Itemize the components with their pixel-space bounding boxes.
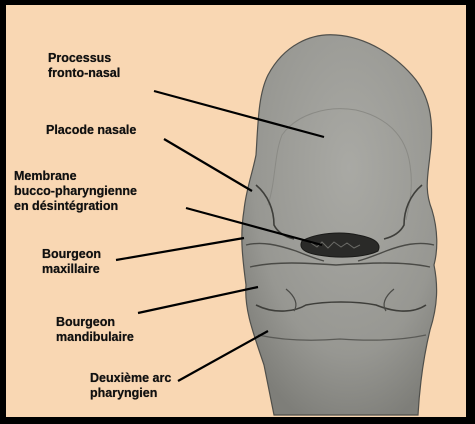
label-placode-nasale: Placode nasale <box>46 123 136 138</box>
label-bourgeon-maxillaire: Bourgeon maxillaire <box>42 247 101 277</box>
embryo-head-outline <box>242 35 437 415</box>
leader-line-placode <box>164 139 252 191</box>
leader-line-mandibulaire <box>138 287 258 313</box>
diagram-panel: Processus fronto-nasal Placode nasale Me… <box>6 5 466 417</box>
leader-line-arc <box>178 331 268 381</box>
label-processus-fronto-nasal: Processus fronto-nasal <box>48 51 120 81</box>
leader-line-maxillaire <box>116 238 244 260</box>
label-deuxieme-arc-pharyngien: Deuxième arc pharyngien <box>90 371 171 401</box>
label-membrane-bucco-pharyngienne: Membrane bucco-pharyngienne en désintégr… <box>14 169 137 214</box>
label-bourgeon-mandibulaire: Bourgeon mandibulaire <box>56 315 134 345</box>
